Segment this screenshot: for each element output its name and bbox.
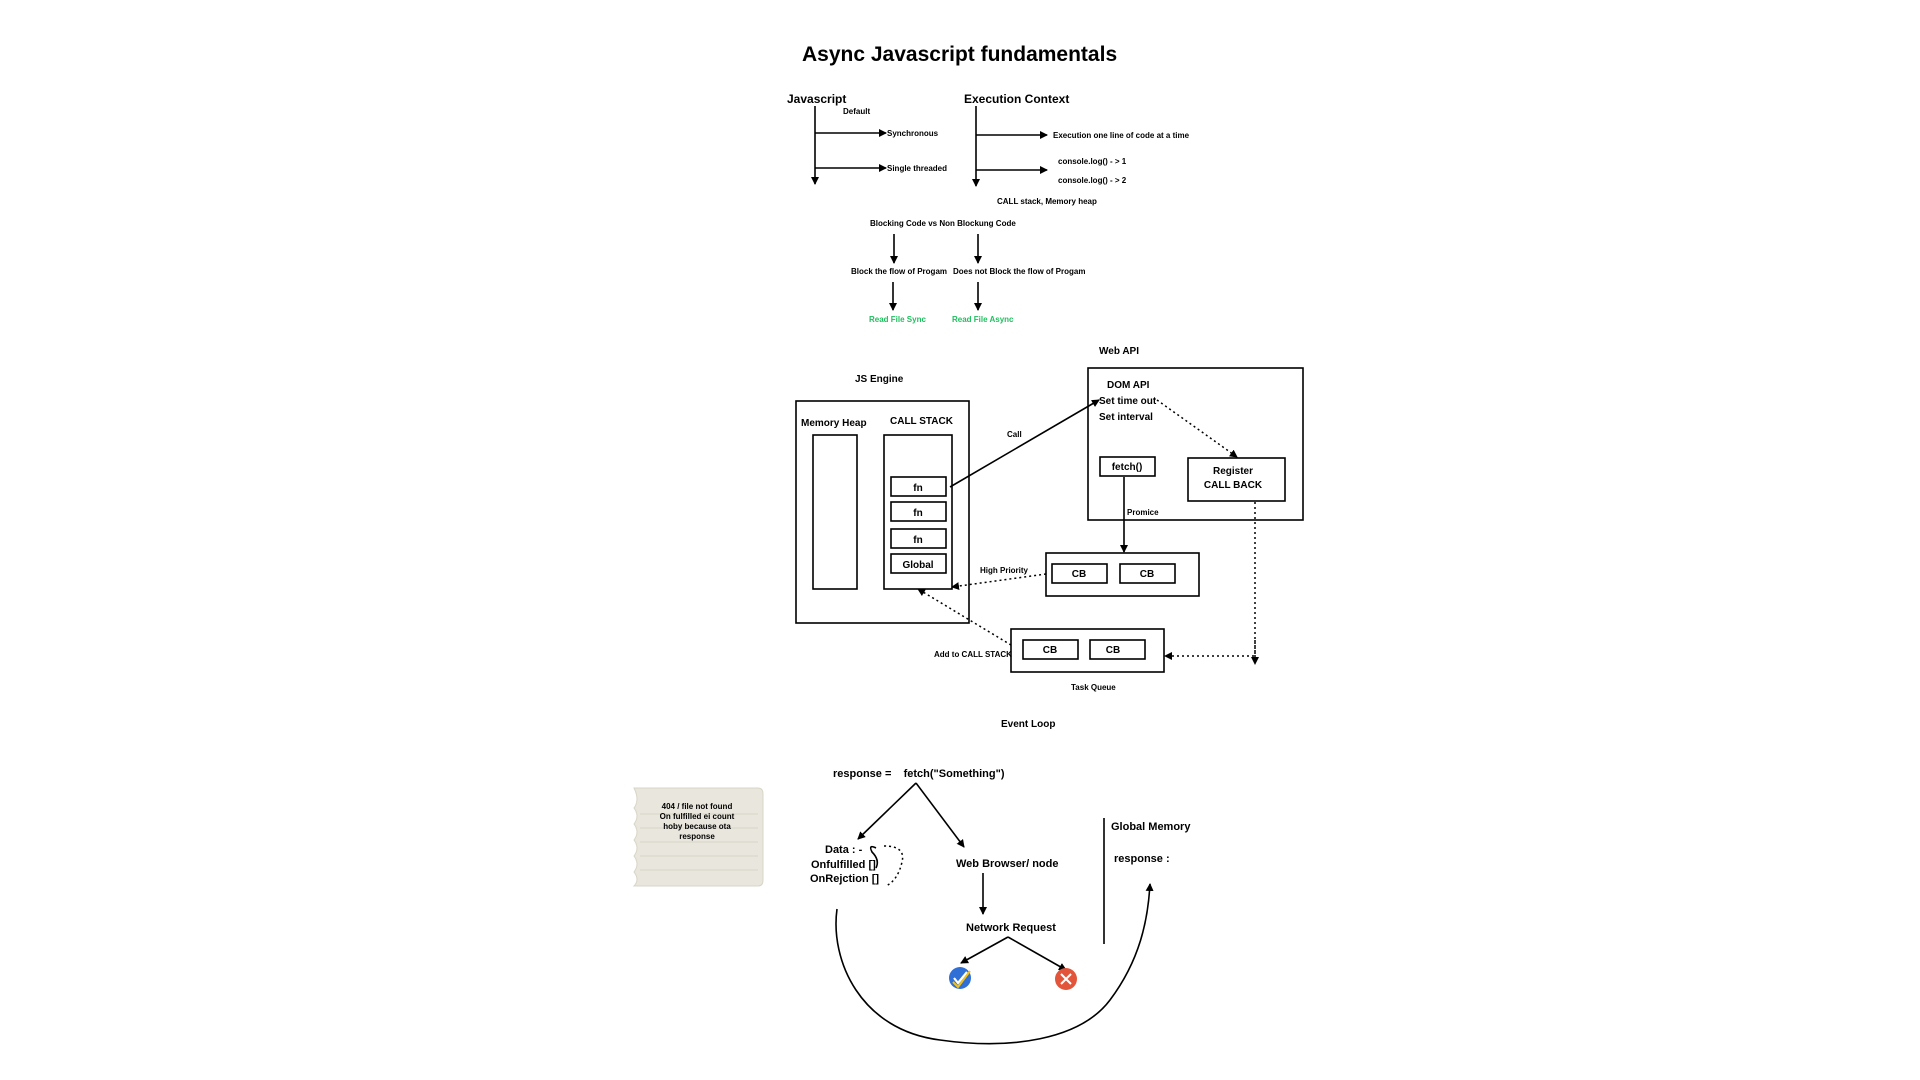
web-api-box: [1087, 367, 1304, 521]
add-to-stack-arrow: [917, 588, 1012, 646]
task-queue-box: [1010, 628, 1165, 673]
event-loop-label: Event Loop: [1001, 719, 1055, 730]
microtask-queue-box: [1045, 552, 1200, 597]
fetch-to-data-arrow: [857, 782, 917, 840]
default-label: Default: [843, 107, 870, 116]
stack-frame-box: [890, 501, 947, 522]
queue-cb-box: [1051, 563, 1108, 584]
dom-api-item: DOM API: [1107, 380, 1150, 391]
fetch-box: [1099, 456, 1156, 477]
note-card: 404 / file not found On fulfilled ei cou…: [632, 787, 764, 887]
blocking-section: Blocking Code vs Non Blockung Code Block…: [851, 219, 1085, 324]
console-log-2: console.log() - > 2: [1058, 176, 1127, 185]
queue-cb-label: CB: [1043, 645, 1057, 656]
note-line: 404 / file not found: [662, 802, 733, 811]
callback-label: CALL BACK: [1204, 480, 1263, 491]
synchronous-label: Synchronous: [887, 129, 939, 138]
call-stack-memory-heap: CALL stack, Memory heap: [997, 197, 1097, 206]
task-queue-label: Task Queue: [1071, 683, 1116, 692]
global-memory-label: Global Memory: [1111, 821, 1191, 833]
fetch-label: fetch(): [1112, 462, 1143, 473]
single-threaded-label: Single threaded: [887, 164, 947, 173]
stack-frame-label: fn: [913, 508, 922, 519]
fetch-flow: response = fetch("Something") Data : - O…: [810, 768, 1191, 1045]
network-success-arrow: [960, 936, 1009, 964]
js-engine-box: [795, 400, 970, 624]
execution-context-section: Execution Context Execution one line of …: [964, 92, 1190, 206]
task-queue: CB CB Add to CALL STACK Task Queue Event…: [917, 502, 1259, 730]
note-line: hoby because ota: [663, 822, 731, 831]
stack-frame-box: [890, 476, 947, 497]
promice-label: Promice: [1127, 508, 1159, 517]
cross-badge-icon: [1055, 968, 1077, 990]
js-engine: JS Engine Memory Heap CALL STACK fn fn f…: [795, 374, 970, 624]
onrejection-label: OnRejction []: [810, 873, 879, 885]
queue-cb-label: CB: [1106, 645, 1120, 656]
register-to-taskqueue-arrow: [1164, 502, 1256, 660]
console-log-1: console.log() - > 1: [1058, 157, 1127, 166]
call-label: Call: [1007, 430, 1022, 439]
response-memory-label: response :: [1114, 853, 1170, 865]
note-paper: [632, 787, 764, 887]
queue-cb-box: [1119, 563, 1176, 584]
network-label: Network Request: [966, 922, 1056, 934]
set-timeout-item: Set time out: [1099, 396, 1157, 407]
data-dotted-curve: [883, 845, 904, 887]
memory-heap-label: Memory Heap: [801, 418, 867, 429]
stack-frame-label: fn: [913, 535, 922, 546]
timeout-to-register-arrow: [1156, 399, 1238, 458]
stack-frame-label: Global: [902, 560, 933, 571]
block-label: Block the flow of Progam: [851, 267, 947, 276]
read-file-sync: Read File Sync: [869, 315, 926, 324]
web-api: Web API DOM API Set time out Set interva…: [1087, 346, 1304, 553]
javascript-section: Javascript Default Synchronous Single th…: [787, 92, 947, 185]
response-expression: response = fetch("Something"): [833, 768, 1005, 780]
page-title: Async Javascript fundamentals: [802, 43, 1117, 66]
note-line: On fulfilled ei count: [660, 812, 735, 821]
execution-note: Execution one line of code at a time: [1053, 131, 1190, 140]
stack-frame-label: fn: [913, 483, 922, 494]
nonblock-label: Does not Block the flow of Progam: [953, 267, 1085, 276]
javascript-label: Javascript: [787, 92, 846, 106]
read-file-async: Read File Async: [952, 315, 1014, 324]
note-line: response: [679, 832, 715, 841]
fetch-to-browser-arrow: [915, 782, 965, 848]
execution-context-label: Execution Context: [964, 92, 1069, 106]
register-callback-box: [1187, 457, 1286, 502]
call-arrow: [949, 399, 1100, 488]
stack-frame-box: [890, 528, 947, 549]
queue-cb-box: [1022, 639, 1079, 660]
register-label: Register: [1213, 466, 1253, 477]
queue-cb-label: CB: [1072, 569, 1086, 580]
add-to-stack-label: Add to CALL STACK: [934, 650, 1012, 659]
set-interval-item: Set interval: [1099, 412, 1153, 423]
stack-frame-box: [890, 553, 947, 574]
queue-cb-label: CB: [1140, 569, 1154, 580]
data-loop-arrow: [869, 845, 879, 869]
web-api-label: Web API: [1099, 346, 1139, 357]
high-priority-label: High Priority: [980, 566, 1029, 575]
check-badge-icon: [949, 967, 971, 989]
onfulfilled-label: Onfulfilled []: [811, 859, 876, 871]
browser-label: Web Browser/ node: [956, 858, 1058, 870]
high-priority-arrow: [951, 573, 1047, 591]
network-failure-arrow: [1007, 936, 1067, 971]
js-engine-label: JS Engine: [855, 374, 904, 385]
queue-cb-box: [1089, 639, 1146, 660]
call-stack-label: CALL STACK: [890, 416, 954, 427]
memory-heap-box: [812, 434, 858, 590]
event-loop-curve: [835, 883, 1154, 1045]
microtask-queue: CB CB High Priority: [951, 552, 1200, 597]
blocking-header: Blocking Code vs Non Blockung Code: [870, 219, 1016, 228]
data-label: Data : -: [825, 844, 863, 856]
